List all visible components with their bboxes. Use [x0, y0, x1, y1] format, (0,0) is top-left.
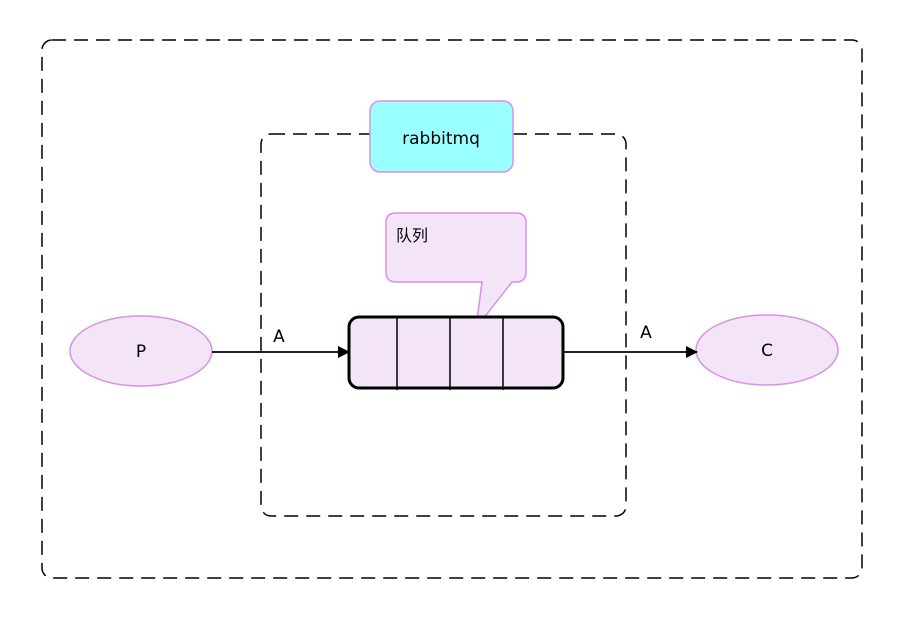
producer-to-queue-edge-label: A	[273, 327, 285, 347]
consumer-label: C	[761, 341, 773, 361]
broker-label: rabbitmq	[402, 129, 480, 149]
outer-boundary-frame	[41, 39, 863, 579]
broker-label-box	[369, 100, 514, 173]
producer-node	[69, 315, 213, 387]
producer-label: P	[136, 342, 146, 362]
queue-to-consumer-edge-label: A	[640, 323, 652, 343]
queue-callout-label: 队列	[396, 226, 428, 245]
queue-callout-bubble	[385, 212, 527, 331]
broker-boundary-frame	[260, 133, 627, 517]
queue-node	[347, 315, 565, 390]
